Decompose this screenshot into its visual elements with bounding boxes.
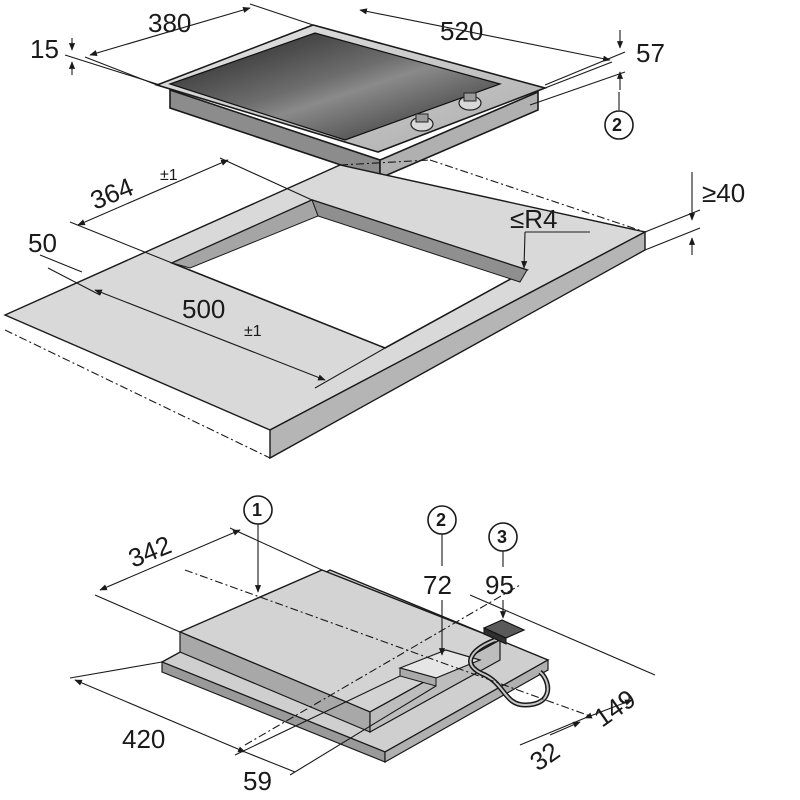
dim-cutout-depth: 500 [182, 294, 225, 324]
control-knob-right [458, 92, 482, 111]
dim-glass-height: 15 [30, 34, 59, 64]
hob-glass-top [168, 32, 502, 141]
terminal-box-side [483, 627, 507, 645]
callout-2-top: 2 [604, 92, 634, 140]
underside-centerlines [184, 569, 591, 746]
dim-underside-72: 72 [423, 570, 452, 600]
dim-underside-342: 342 [124, 529, 175, 573]
callout-number: 2 [436, 510, 446, 530]
dim-underside-32: 32 [524, 736, 565, 777]
cutout-dimension-lines [39, 157, 701, 389]
dim-total-height: 57 [636, 38, 665, 68]
hob-body-right-side [379, 90, 539, 180]
callout-2-bottom: 2 [427, 505, 457, 656]
hob-underside-frame-right [384, 658, 549, 764]
dim-cutout-front-offset: 50 [28, 228, 57, 258]
worktop-break-lines [4, 159, 646, 459]
power-cable-highlight [469, 639, 549, 707]
dim-hob-width: 380 [148, 8, 191, 38]
callout-number: 3 [497, 527, 507, 547]
dim-corner-radius: ≤R4 [510, 204, 558, 234]
underside-dimension-lines [69, 527, 656, 776]
callout-3: 3 [488, 522, 518, 619]
dim-underside-420: 420 [122, 724, 165, 754]
dim-cutout-width-tolerance: ±1 [160, 167, 178, 184]
hob-top-view [154, 24, 548, 180]
dim-underside-59: 59 [243, 766, 272, 796]
control-knob-left [410, 113, 434, 132]
hob-dimension-lines [64, 3, 626, 106]
dim-underside-149: 149 [588, 683, 641, 732]
callout-number: 1 [252, 500, 262, 520]
dim-cutout-width: 364 [86, 171, 137, 215]
callout-1: 1 [243, 495, 273, 593]
dim-cutout-depth-tolerance: ±1 [244, 323, 262, 340]
dim-worktop-thickness: ≥40 [702, 178, 745, 208]
callout-number: 2 [612, 115, 622, 135]
cutout-left-wall [170, 199, 319, 269]
dim-hob-depth: 520 [440, 16, 483, 46]
dim-underside-95: 95 [485, 570, 514, 600]
